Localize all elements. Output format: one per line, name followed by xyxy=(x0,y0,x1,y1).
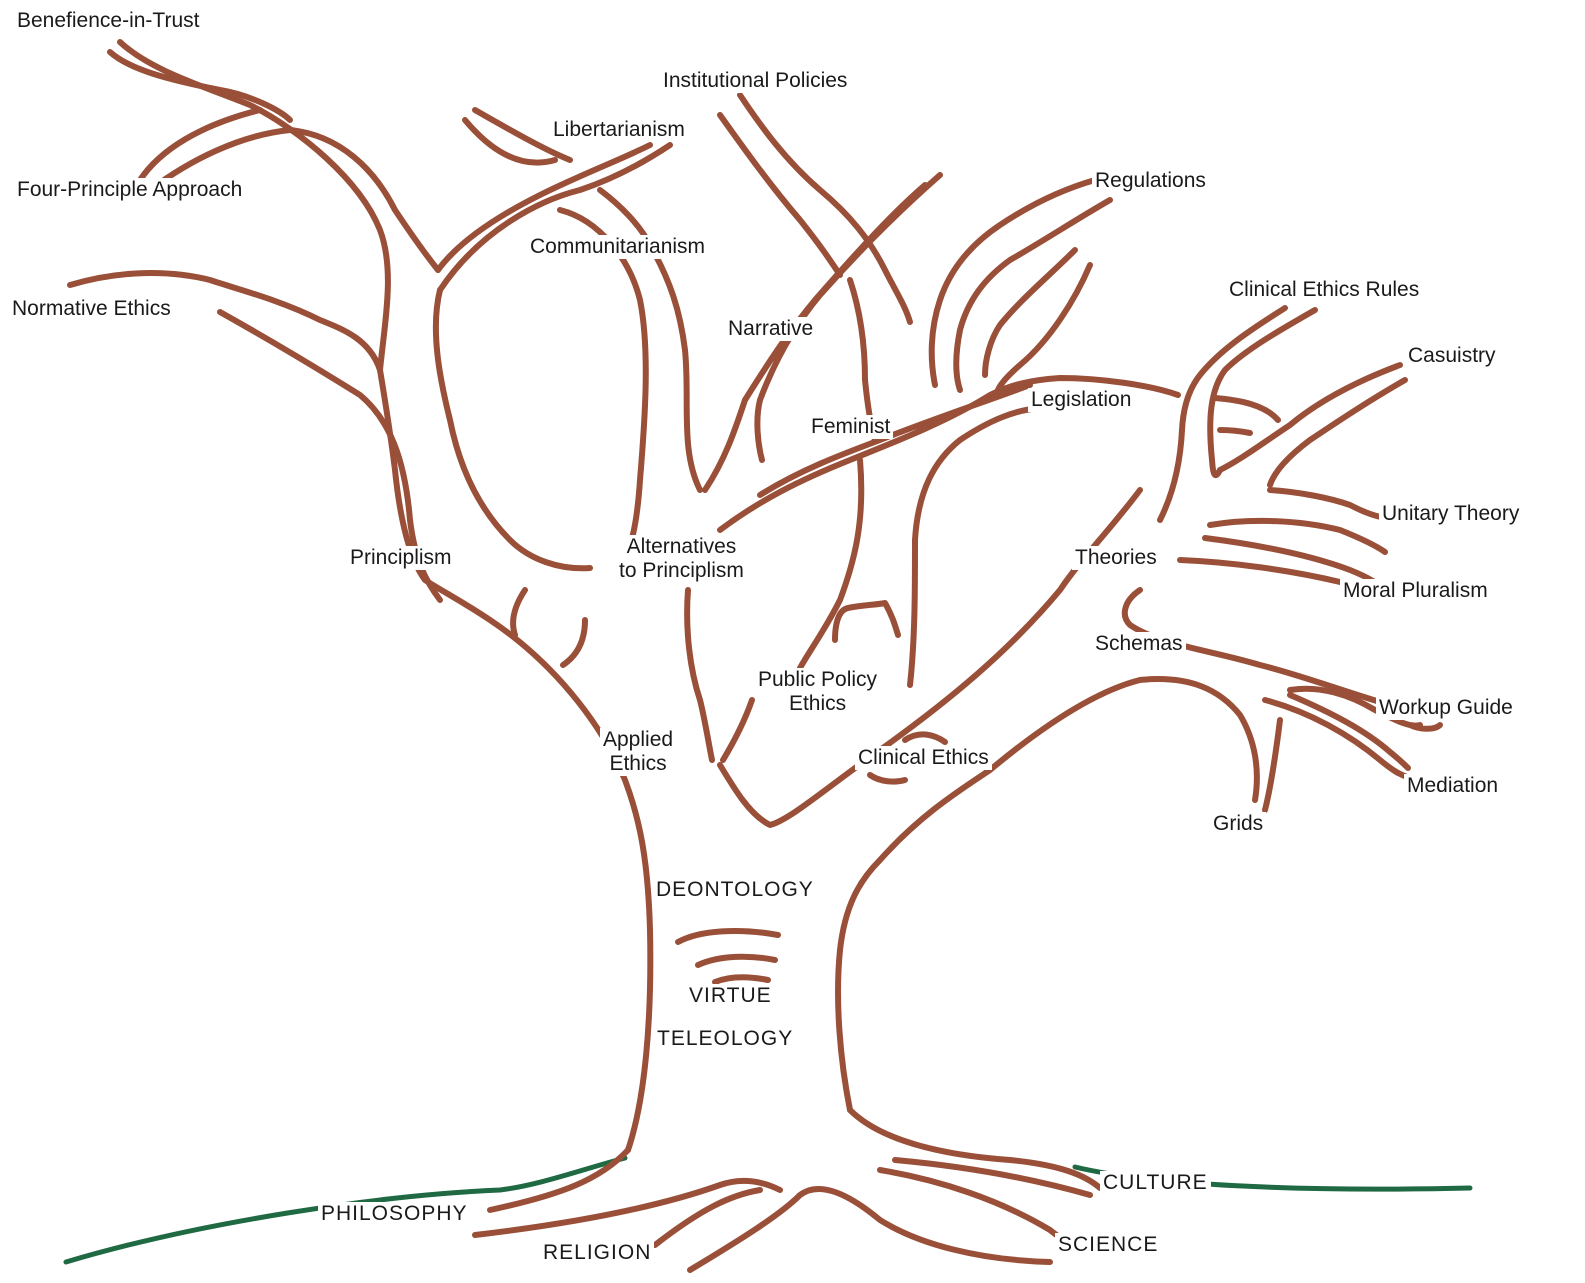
branch-principlism-up xyxy=(117,39,391,373)
root-culture xyxy=(847,1107,1103,1198)
label-clinical-ethics: Clinical Ethics xyxy=(855,746,992,770)
label-four-principle-approach: Four-Principle Approach xyxy=(14,178,246,202)
branch-principlism-trunk-join xyxy=(435,142,653,273)
label-normative-ethics: Normative Ethics xyxy=(9,297,174,321)
label-mediation: Mediation xyxy=(1404,774,1502,798)
label-deontology: DEONTOLOGY xyxy=(653,878,817,902)
label-narrative: Narrative xyxy=(725,317,817,341)
branch-unitary-theory xyxy=(1267,487,1388,521)
label-legislation: Legislation xyxy=(1028,388,1135,412)
branch-benefience-inner xyxy=(107,49,293,123)
branch-libertarianism xyxy=(437,117,673,293)
branch-libertarianism-back xyxy=(472,107,573,163)
branch-theories-lower xyxy=(1177,557,1343,585)
branch-regulations xyxy=(928,177,1113,393)
label-casuistry: Casuistry xyxy=(1405,344,1499,368)
branch-institutional-policies xyxy=(717,92,913,325)
label-communitarianism: Communitarianism xyxy=(527,235,709,259)
label-applied-ethics: Applied Ethics xyxy=(600,728,677,776)
ground-line xyxy=(63,1155,1473,1265)
knot-clinical xyxy=(867,731,948,785)
branch-principlism-loop xyxy=(432,287,593,572)
label-theories: Theories xyxy=(1072,546,1160,570)
label-grids: Grids xyxy=(1210,812,1267,836)
label-philosophy: PHILOSOPHY xyxy=(318,1202,471,1226)
label-alternatives-line1: Alternatives xyxy=(626,535,737,558)
label-public-policy-line1: Public Policy xyxy=(758,668,878,691)
label-religion: RELIGION xyxy=(540,1241,655,1265)
branch-schemas xyxy=(1121,587,1383,705)
branch-public-policy xyxy=(720,405,1043,763)
label-clinical-ethics-rules: Clinical Ethics Rules xyxy=(1226,278,1423,302)
branch-alternatives-stem xyxy=(684,587,715,763)
knot-center-1 xyxy=(832,600,901,643)
label-applied-line1: Applied xyxy=(603,728,674,751)
label-benefience-in-trust: Benefience-in-Trust xyxy=(14,9,203,33)
knot-left-1 xyxy=(510,587,528,638)
knot-trunk-3 xyxy=(712,974,771,985)
label-teleology: TELEOLOGY xyxy=(654,1027,797,1051)
label-feminist: Feminist xyxy=(808,415,894,439)
label-applied-line2: Ethics xyxy=(609,752,667,775)
branch-feminist xyxy=(717,375,1181,533)
branch-regulations-inner xyxy=(982,247,1093,393)
knot-trunk-1 xyxy=(675,927,781,945)
branch-mediation xyxy=(1262,692,1413,781)
label-principlism: Principlism xyxy=(347,546,455,570)
branch-clinical-ethics-rules xyxy=(1157,305,1318,523)
label-culture: CULTURE xyxy=(1100,1171,1211,1195)
label-public-policy-line2: Ethics xyxy=(788,692,847,715)
label-schemas: Schemas xyxy=(1092,632,1186,656)
label-libertarianism: Libertarianism xyxy=(550,118,688,142)
label-science: SCIENCE xyxy=(1055,1233,1162,1257)
label-public-policy-ethics: Public Policy Ethics xyxy=(755,668,881,716)
label-moral-pluralism: Moral Pluralism xyxy=(1340,579,1491,603)
label-virtue: VIRTUE xyxy=(686,984,775,1008)
branch-casuistry xyxy=(1217,362,1408,488)
label-alternatives-line2: to Principlism xyxy=(619,559,744,582)
trunk-right-outline xyxy=(835,676,1283,1113)
branch-applied-right xyxy=(717,487,1143,828)
knot-left-2 xyxy=(560,617,588,668)
label-regulations: Regulations xyxy=(1092,169,1209,193)
label-alternatives-to-principlism: Alternatives to Principlism xyxy=(616,535,747,583)
label-workup-guide: Workup Guide xyxy=(1376,696,1516,720)
branch-workup-guide xyxy=(1287,685,1443,732)
branch-principlism-outer xyxy=(67,270,383,373)
knot-trunk-2 xyxy=(695,953,778,968)
label-unitary-theory: Unitary Theory xyxy=(1379,502,1523,526)
root-philosophy xyxy=(472,1147,783,1238)
trunk-left-outline xyxy=(377,367,654,1153)
label-institutional-policies: Institutional Policies xyxy=(660,69,851,93)
branch-casuistry-hook xyxy=(1212,395,1281,436)
root-religion xyxy=(652,1186,1053,1273)
branch-four-principle xyxy=(137,107,441,273)
